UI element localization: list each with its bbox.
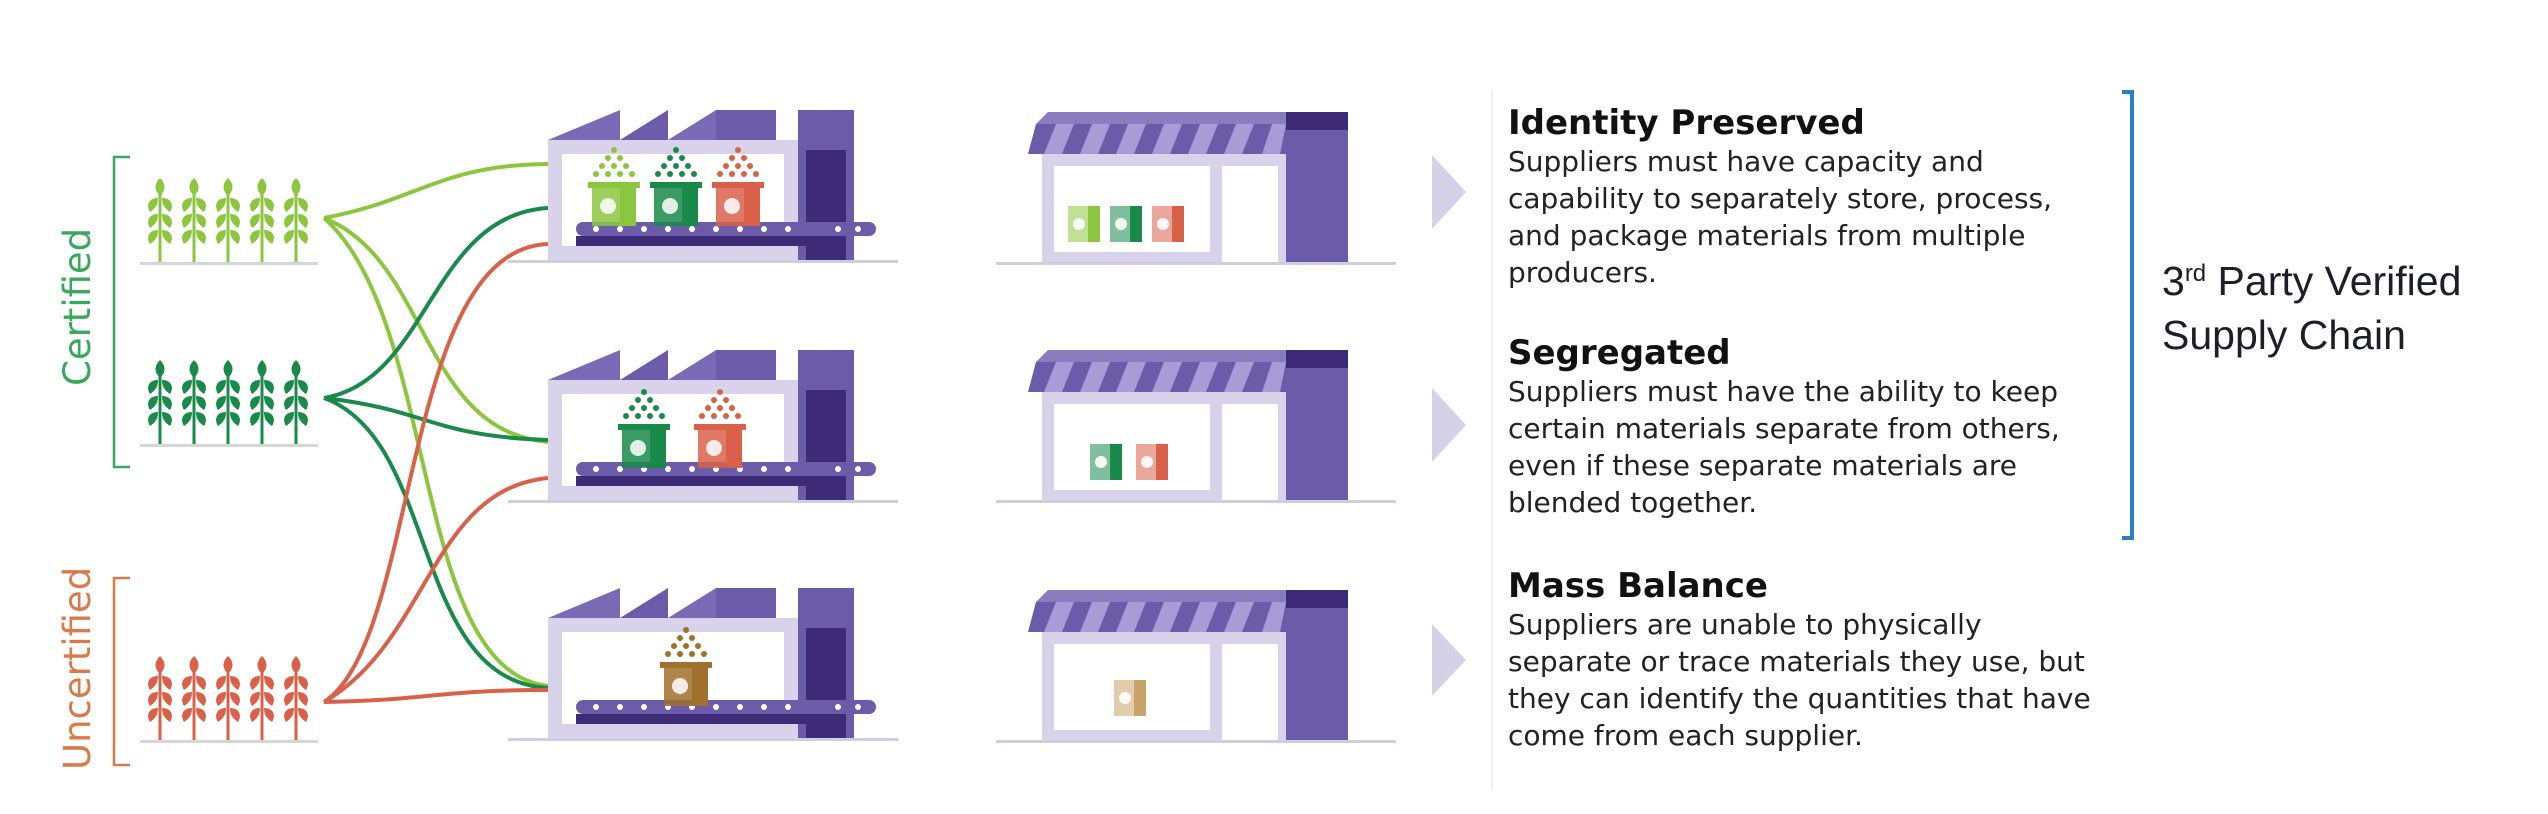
tier-mass-balance: Mass Balance Suppliers are unable to phy…	[1508, 566, 2128, 754]
tier-description-line: Suppliers are unable to physically	[1508, 608, 1982, 641]
certified-bracket	[112, 155, 130, 469]
certified-label: Certified	[56, 227, 99, 386]
flow-curves	[322, 162, 549, 704]
factory-identity-preserved	[508, 110, 898, 263]
wheat-row-light-green	[140, 176, 318, 265]
tier-description-line: they can identify the quantities that ha…	[1508, 682, 2091, 715]
wheat-row-dark-green	[140, 358, 318, 447]
tier-description-line: Suppliers must have the ability to keep	[1508, 375, 2058, 408]
verified-line-2: Supply Chain	[2162, 312, 2406, 358]
verified-line-1: 3rd Party Verified	[2162, 254, 2522, 308]
verified-line-1-rest: Party Verified	[2206, 258, 2462, 304]
arrow-icon	[1432, 624, 1466, 696]
tier-title: Identity Preserved	[1508, 103, 1865, 143]
tier-description-line: even if these separate materials are	[1508, 449, 2018, 482]
wheat-row-red	[140, 654, 318, 743]
tier-description-line: separate or trace materials they use, bu…	[1508, 645, 2085, 678]
arrow-icon	[1432, 155, 1466, 229]
tier-description-line: producers.	[1508, 256, 1657, 289]
tier-identity-preserved: Identity Preserved Suppliers must have c…	[1508, 103, 2128, 291]
verified-prefix: 3	[2162, 258, 2185, 304]
arrow-icon	[1432, 388, 1466, 462]
tier-title: Segregated	[1508, 333, 1731, 373]
tier-segregated: Segregated Suppliers must have the abili…	[1508, 333, 2128, 521]
tier-description-line: Suppliers must have capacity and	[1508, 145, 1984, 178]
store-segregated	[996, 350, 1396, 503]
factory-segregated	[508, 350, 898, 503]
tier-description-line: capability to separately store, process,	[1508, 182, 2053, 215]
store-identity-preserved	[996, 112, 1396, 265]
verified-bracket	[2122, 90, 2134, 540]
verified-supply-chain-label: 3rd Party Verified Supply Chain	[2162, 254, 2522, 362]
tier-description-line: come from each supplier.	[1508, 719, 1863, 752]
tier-description-line: certain materials separate from others,	[1508, 412, 2060, 445]
tier-description-line: blended together.	[1508, 486, 1758, 519]
verified-superscript: rd	[2184, 260, 2207, 287]
factory-mass-balance	[508, 588, 898, 741]
tier-title: Mass Balance	[1508, 566, 1768, 606]
uncertified-bracket	[112, 576, 130, 767]
store-mass-balance	[996, 590, 1396, 743]
uncertified-label: Uncertified	[56, 566, 99, 770]
tier-description-line: and package materials from multiple	[1508, 219, 2026, 252]
